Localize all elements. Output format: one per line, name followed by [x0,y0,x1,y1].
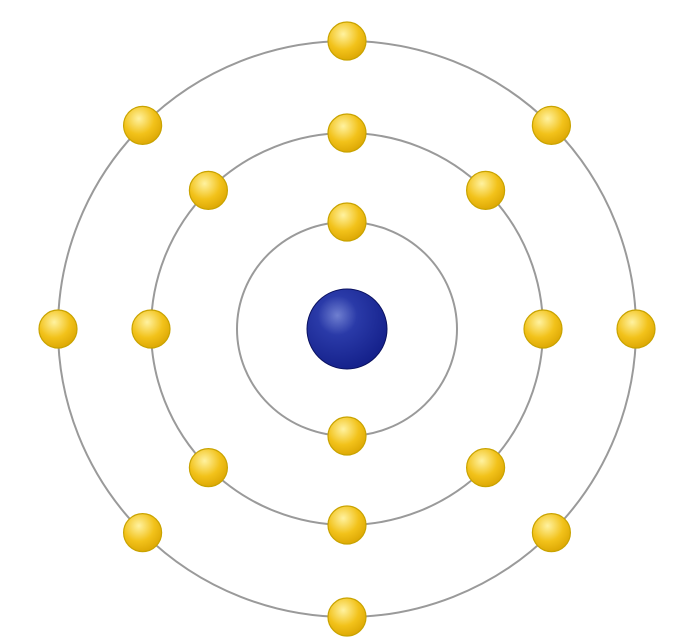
electrons [38,21,656,637]
electron-shell-1-2 [327,416,367,456]
electron-shell-2-5 [327,505,367,545]
electron-shell-2-8 [188,170,228,210]
electron-shell-3-3 [616,309,656,349]
electron-shell-3-5 [327,597,367,637]
electron-shell-2-1 [327,113,367,153]
electron-shell-2-4 [466,448,506,488]
electron-shell-3-8 [123,105,163,146]
electron-shell-2-3 [523,309,563,349]
electron-shell-3-7 [38,309,78,349]
electron-shell-3-2 [531,105,572,146]
electron-shell-2-2 [466,170,506,210]
electron-shell-2-7 [131,309,171,349]
electron-shell-1-1 [327,202,367,242]
nucleus [306,288,388,370]
electron-shell-3-1 [327,21,367,61]
electron-shell-2-6 [188,448,228,488]
electron-shell-3-6 [123,512,163,553]
electron-shell-3-4 [531,512,572,553]
